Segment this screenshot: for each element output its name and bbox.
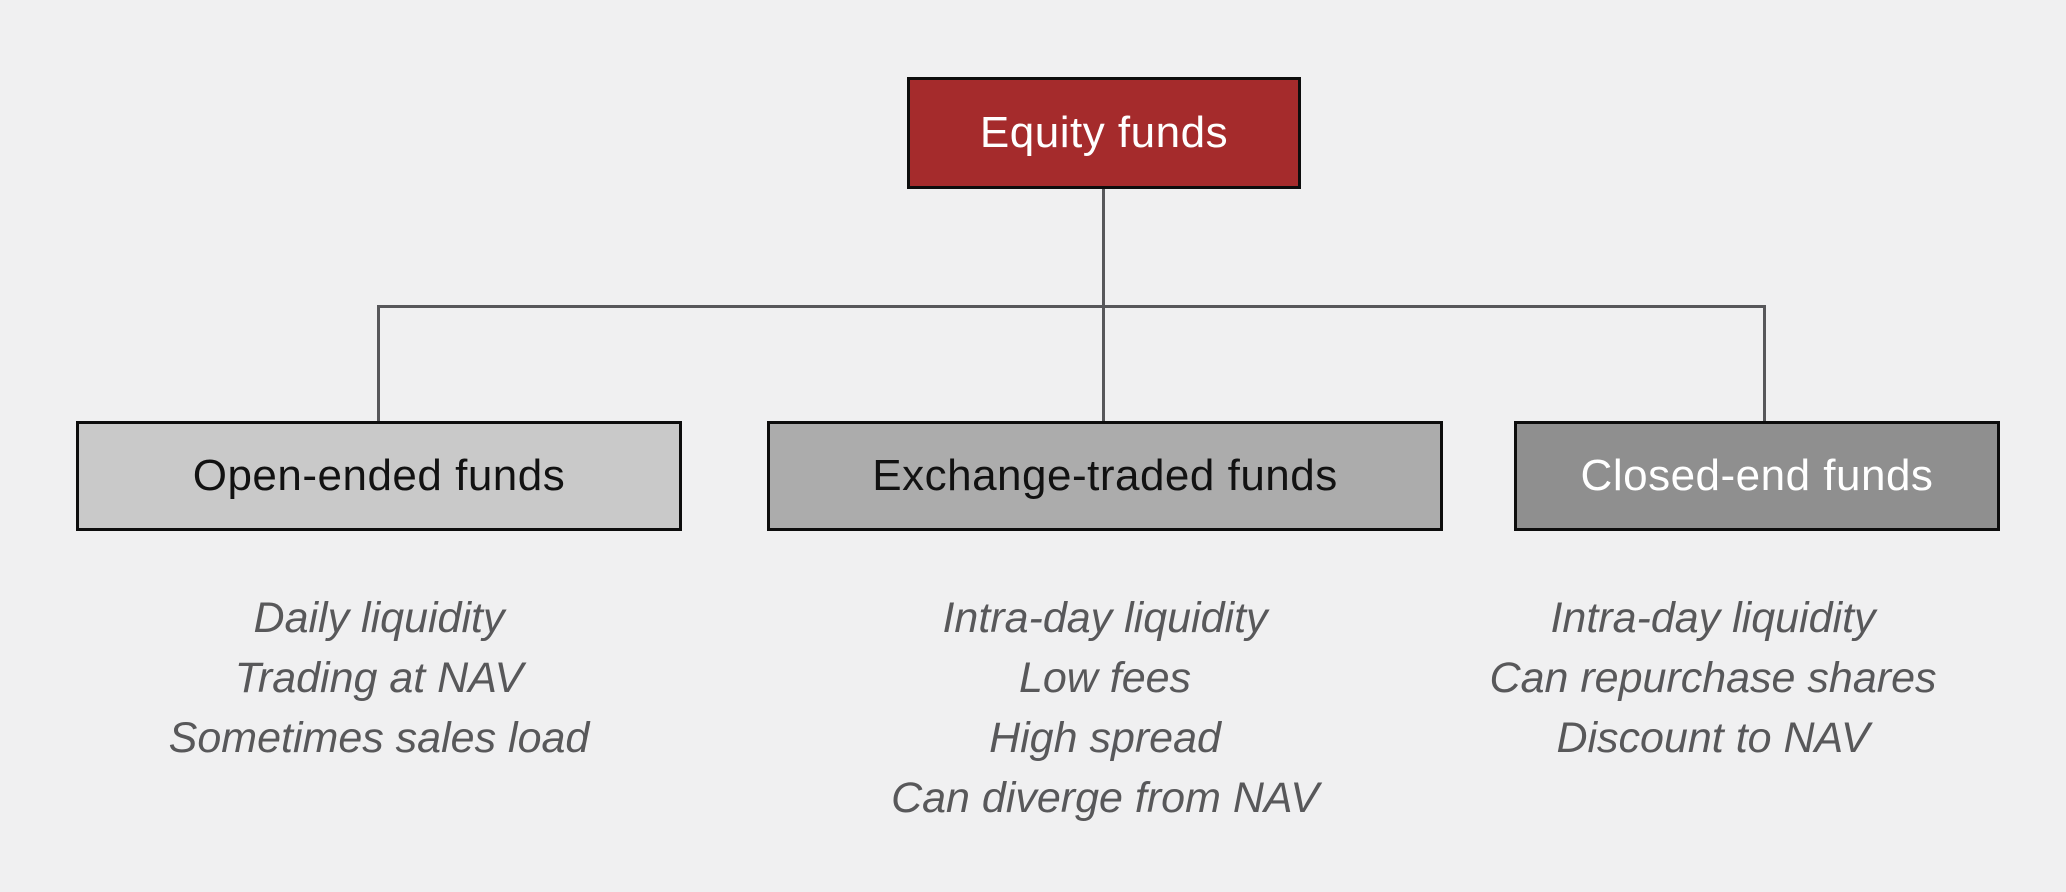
node-equity-funds-label: Equity funds xyxy=(979,108,1229,157)
feature-item: Trading at NAV xyxy=(234,654,524,702)
node-exchange-traded-funds-label: Exchange-traded funds xyxy=(872,451,1338,500)
feature-item: Low fees xyxy=(1018,654,1192,702)
feature-item: Discount to NAV xyxy=(1556,714,1870,762)
node-closed-end-funds-label: Closed-end funds xyxy=(1580,451,1934,500)
feature-item: Can diverge from NAV xyxy=(891,774,1319,822)
node-exchange-traded-funds: Exchange-traded funds xyxy=(767,421,1443,531)
node-open-ended-funds-label: Open-ended funds xyxy=(192,451,566,500)
feature-item: Sometimes sales load xyxy=(168,714,590,762)
feature-item: Intra-day liquidity xyxy=(1550,594,1876,642)
node-equity-funds: Equity funds xyxy=(907,77,1301,189)
connector-bus-to-open-ended xyxy=(377,305,380,421)
node-open-ended-funds: Open-ended funds xyxy=(76,421,682,531)
node-closed-end-funds: Closed-end funds xyxy=(1514,421,2000,531)
feature-list-open-ended-funds: Daily liquidity Trading at NAV Sometimes… xyxy=(79,588,679,768)
feature-list-exchange-traded-funds: Intra-day liquidity Low fees High spread… xyxy=(805,588,1405,828)
feature-list-closed-end-funds: Intra-day liquidity Can repurchase share… xyxy=(1413,588,2013,768)
feature-item: Can repurchase shares xyxy=(1489,654,1937,702)
connector-horizontal-bus xyxy=(377,305,1766,308)
feature-item: High spread xyxy=(989,714,1221,762)
feature-item: Daily liquidity xyxy=(253,594,505,642)
feature-item: Intra-day liquidity xyxy=(942,594,1268,642)
connector-bus-to-closed-end xyxy=(1763,305,1766,421)
